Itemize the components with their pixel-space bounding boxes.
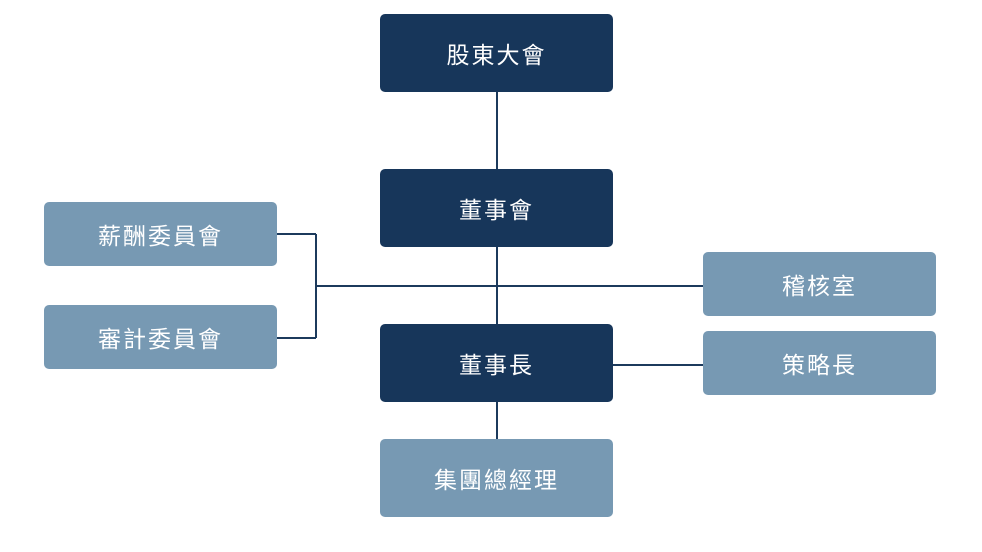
group-general-manager-label: 集團總經理: [434, 468, 559, 494]
compensation-committee-label: 薪酬委員會: [98, 224, 223, 250]
shareholders-meeting-node: 股東大會: [380, 14, 613, 92]
chairman-label: 董事長: [459, 353, 534, 379]
chief-strategy-officer-node: 策略長: [703, 331, 936, 395]
chairman-node: 董事長: [380, 324, 613, 402]
group-general-manager-node: 集團總經理: [380, 439, 613, 517]
audit-committee-label: 審計委員會: [98, 327, 223, 353]
chief-strategy-officer-label: 策略長: [782, 353, 857, 379]
audit-office-node: 稽核室: [703, 252, 936, 316]
board-of-directors-label: 董事會: [459, 198, 534, 224]
shareholders-meeting-label: 股東大會: [446, 43, 547, 69]
compensation-committee-node: 薪酬委員會: [44, 202, 277, 266]
board-of-directors-node: 董事會: [380, 169, 613, 247]
audit-committee-node: 審計委員會: [44, 305, 277, 369]
audit-office-label: 稽核室: [782, 274, 857, 300]
